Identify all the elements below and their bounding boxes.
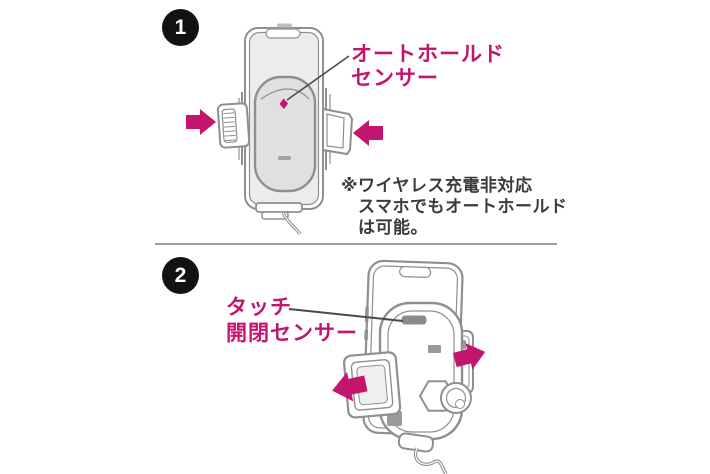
touch-open-close-sensor-callout: タッチ 開閉センサー bbox=[226, 295, 358, 347]
arrow-open-left-icon bbox=[329, 368, 369, 406]
clamp-arm-left bbox=[216, 102, 251, 149]
callout2-line2: 開閉センサー bbox=[226, 322, 358, 345]
callout1-line2: センサー bbox=[351, 67, 439, 90]
vent-patch bbox=[450, 340, 466, 349]
step2-illustration bbox=[288, 259, 489, 474]
auto-hold-sensor-marker-icon bbox=[279, 98, 288, 109]
holder-back-body bbox=[378, 301, 464, 441]
step2-number-badge: 2 bbox=[162, 257, 199, 294]
phone-side-button bbox=[364, 306, 369, 323]
note-line3: は可能。 bbox=[358, 218, 428, 237]
step2-number: 2 bbox=[174, 263, 187, 287]
phone-front bbox=[244, 23, 324, 210]
phone-rear bbox=[362, 259, 464, 437]
phone-speaker-slot bbox=[277, 23, 292, 28]
callout2-line1: タッチ bbox=[226, 296, 292, 319]
arrow-press-right-icon bbox=[353, 120, 383, 146]
holder-side-rails bbox=[238, 88, 331, 170]
base-and-cable bbox=[397, 432, 448, 474]
phone-notch bbox=[265, 28, 301, 39]
vent-patch bbox=[387, 411, 402, 426]
phone-side-button bbox=[364, 329, 369, 341]
step1-number-badge: 1 bbox=[162, 9, 199, 46]
bottom-foot bbox=[255, 202, 303, 220]
note-line2: スマホでもオートホールド bbox=[358, 197, 568, 216]
clamp-arm-right bbox=[322, 107, 354, 156]
phone-rear-notch bbox=[399, 266, 432, 278]
charging-pad bbox=[253, 75, 317, 193]
callout1-leader-line bbox=[286, 55, 350, 101]
rear-arm-right bbox=[446, 330, 474, 394]
section-divider bbox=[155, 243, 557, 245]
cable-step1 bbox=[281, 212, 302, 235]
brand-logo-mark bbox=[278, 156, 291, 160]
arrow-open-right-icon bbox=[451, 338, 489, 374]
arrow-press-left-icon bbox=[186, 109, 216, 135]
callout1-line1: オートホールド bbox=[351, 43, 505, 66]
wireless-charging-note: ※ワイヤレス充電非対応 スマホでもオートホールド は可能。 bbox=[341, 175, 568, 238]
step1-number: 1 bbox=[174, 15, 187, 39]
note-line1: ※ワイヤレス充電非対応 bbox=[341, 176, 533, 195]
touch-sensor-strip-icon bbox=[401, 315, 427, 325]
mount-dial-knob bbox=[418, 380, 472, 414]
vent-patch bbox=[428, 345, 441, 353]
rear-arm-left bbox=[342, 351, 402, 419]
auto-hold-sensor-callout: オートホールド センサー bbox=[351, 43, 505, 91]
